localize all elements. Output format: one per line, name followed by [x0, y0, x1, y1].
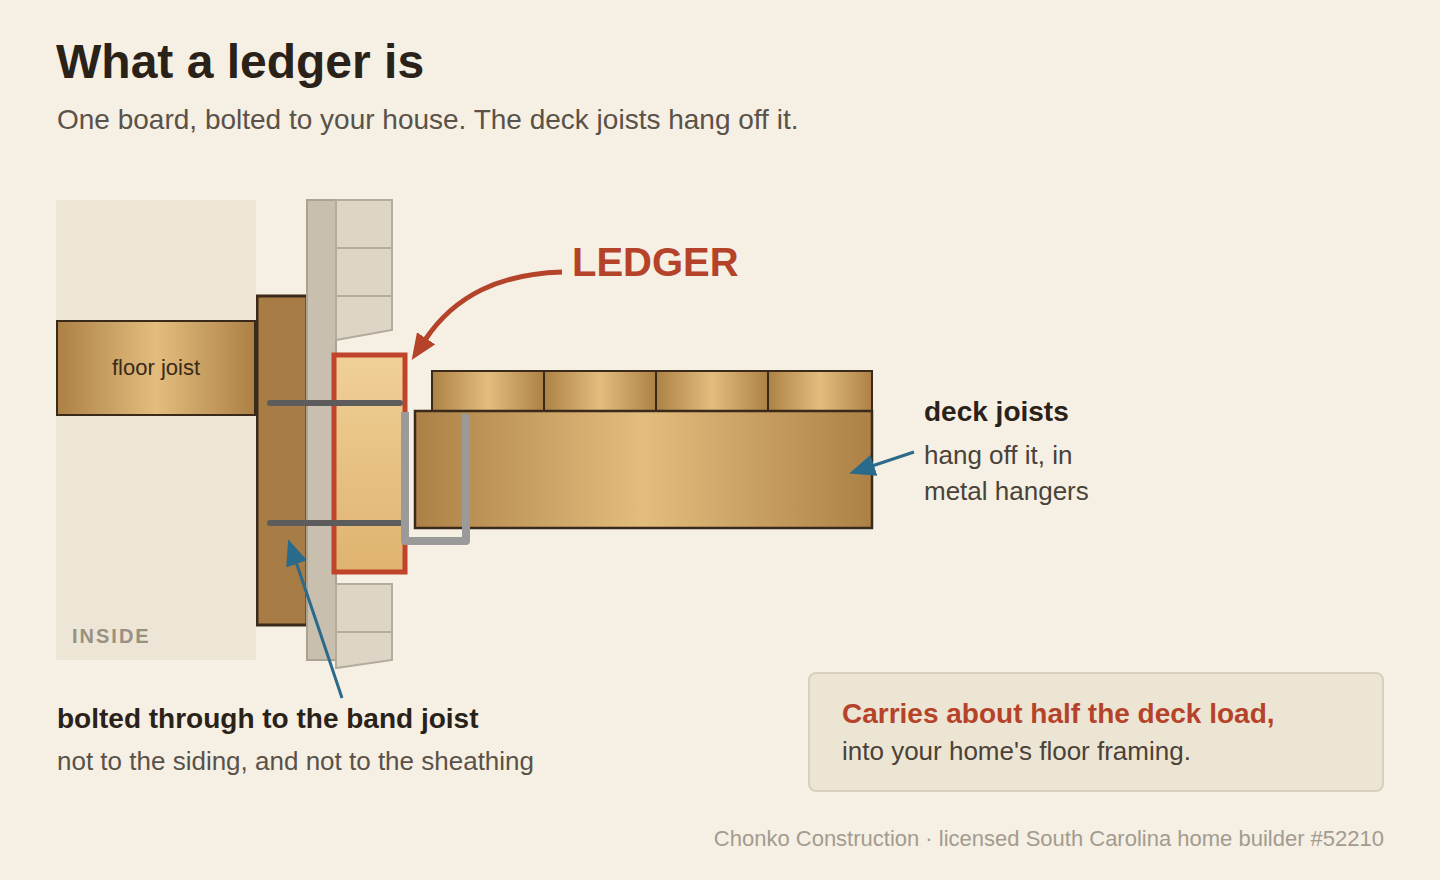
- region-label: INSIDE: [72, 625, 151, 648]
- ledger-board: [334, 355, 405, 572]
- deck-board: [432, 371, 544, 411]
- siding: [336, 632, 392, 668]
- callout-note: hang off it, in metal hangers: [924, 437, 1129, 509]
- floor-joist: floor joist: [56, 320, 256, 416]
- bolt: [270, 520, 400, 526]
- siding: [336, 200, 392, 248]
- title: What a ledger is: [56, 34, 424, 89]
- band-joist-pointer: [296, 562, 342, 698]
- footer-credit: Chonko Construction · licensed South Car…: [714, 826, 1384, 852]
- deck-board: [544, 371, 656, 411]
- callout-body: into your home's floor framing.: [842, 736, 1191, 767]
- joist-hanger: [405, 412, 466, 541]
- bolt: [270, 400, 400, 406]
- siding: [336, 296, 392, 340]
- part-callout: deck joists: [924, 396, 1069, 428]
- ledger-pointer: [425, 272, 562, 340]
- caption: One board, bolted to your house. The dec…: [57, 104, 798, 136]
- part-callout: LEDGER: [572, 240, 739, 285]
- part-name: floor joist: [112, 355, 200, 381]
- deck-board: [768, 371, 872, 411]
- deck-joist: [415, 411, 872, 528]
- callout-heading: Carries about half the deck load,: [842, 698, 1275, 730]
- part-callout: bolted through to the band joist: [57, 703, 479, 735]
- callout-box: Carries about half the deck load, into yo…: [808, 672, 1384, 792]
- deck-joist-pointer: [872, 452, 914, 466]
- siding: [336, 584, 392, 632]
- inside-region: INSIDE floor joist: [56, 200, 256, 660]
- deck-board: [656, 371, 768, 411]
- callout-note: not to the siding, and not to the sheath…: [57, 746, 534, 777]
- illustration-parts: [257, 200, 914, 698]
- siding: [336, 248, 392, 296]
